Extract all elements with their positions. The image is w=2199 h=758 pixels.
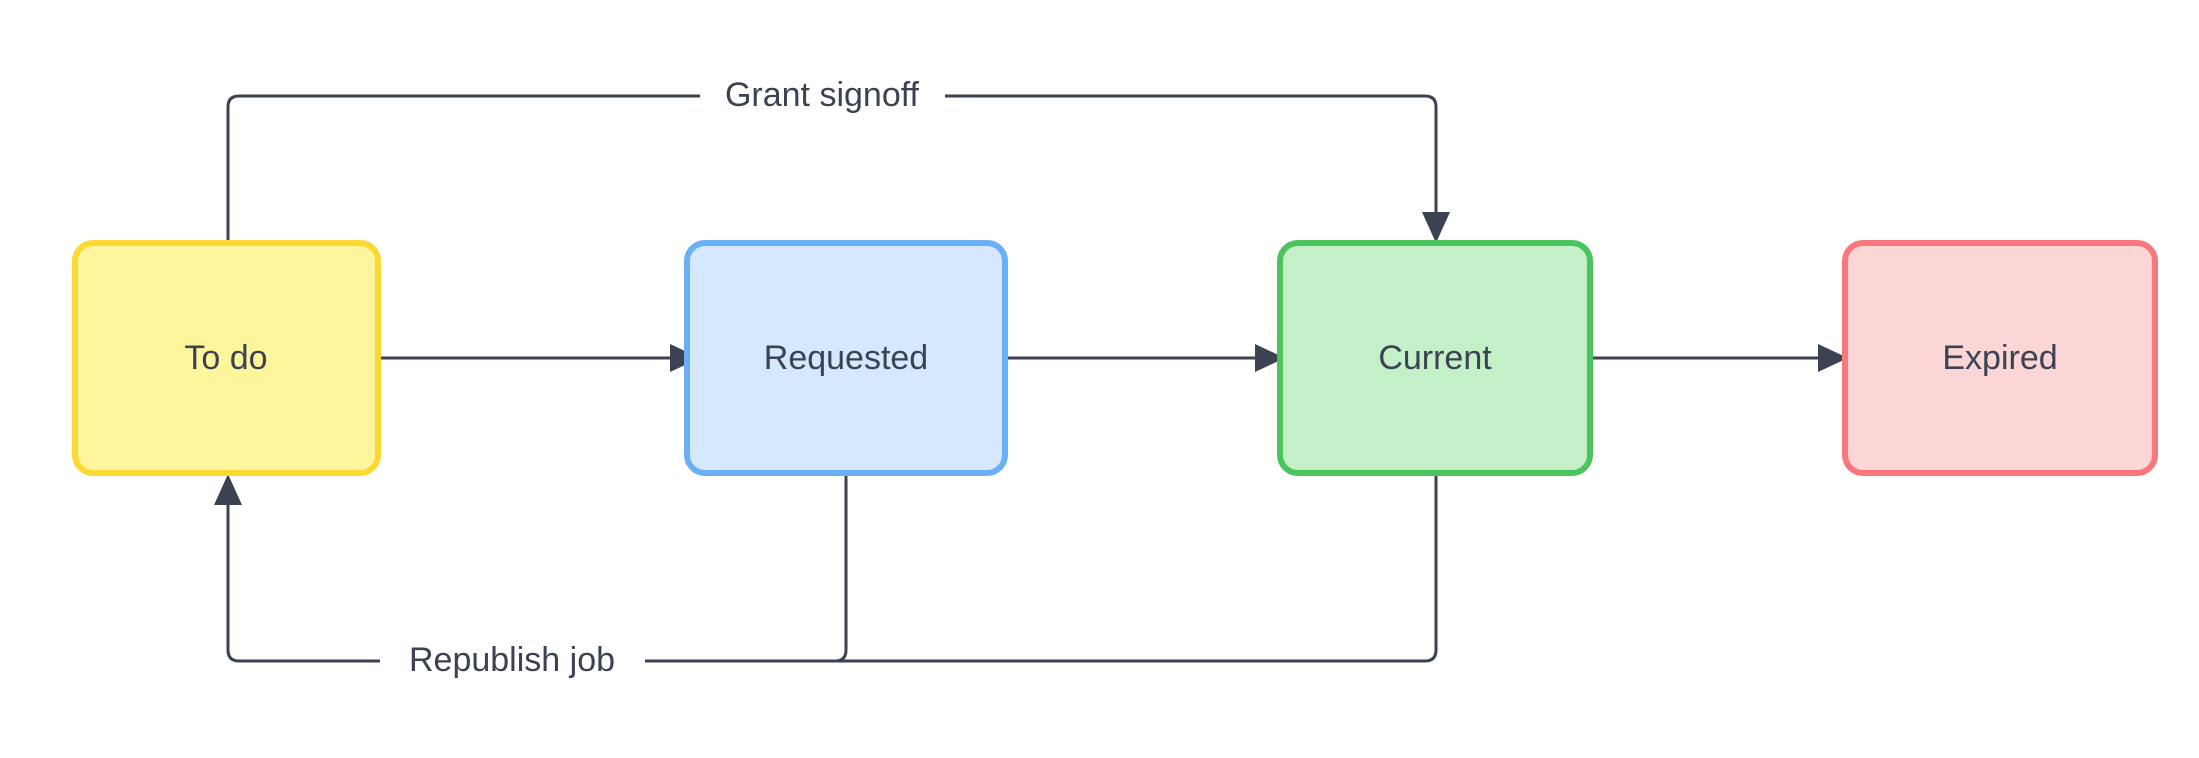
node-requested[interactable]: Requested [684, 240, 1008, 476]
node-todo-shape [72, 240, 381, 476]
edge-republish-from-requested[interactable] [700, 473, 848, 663]
edge-line [700, 473, 848, 663]
node-current-shape [1277, 240, 1593, 476]
node-expired-shape [1842, 240, 2158, 476]
edge-current-to-expired[interactable] [1590, 344, 1848, 372]
node-expired[interactable]: Expired [1842, 240, 2158, 476]
edge-label-republish-job: Republish job [409, 641, 615, 679]
edge-line [226, 94, 1438, 243]
edge-grant-signoff[interactable]: Grant signoff [226, 74, 1450, 243]
node-current[interactable]: Current [1277, 240, 1593, 476]
arrow-head-icon [1255, 344, 1285, 372]
edge-label-background [700, 74, 945, 118]
edge-label-grant-signoff: Grant signoff [725, 76, 920, 114]
node-todo[interactable]: To do [72, 240, 381, 476]
edge-label-background [380, 639, 645, 683]
node-requested-shape [684, 240, 1008, 476]
edge-todo-to-requested[interactable] [378, 344, 700, 372]
arrow-head-icon [214, 474, 242, 505]
edge-line [226, 473, 1438, 663]
node-expired-label: Expired [1942, 339, 2057, 377]
edge-requested-to-current[interactable] [1005, 344, 1285, 372]
arrow-head-icon [1422, 212, 1450, 243]
node-todo-label: To do [184, 339, 267, 377]
node-current-label: Current [1378, 339, 1492, 377]
node-requested-label: Requested [764, 339, 928, 377]
arrow-head-icon [1818, 344, 1848, 372]
edge-republish-from-current[interactable]: Republish job [214, 473, 1438, 683]
